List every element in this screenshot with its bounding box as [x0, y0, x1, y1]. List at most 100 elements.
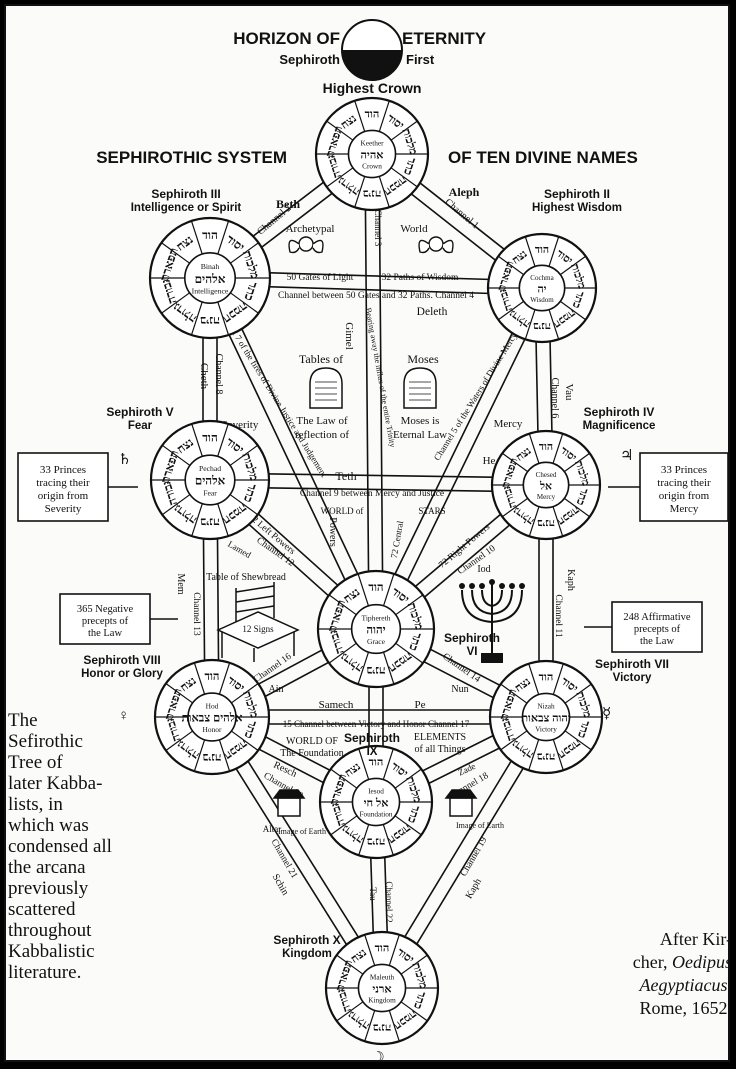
sephirah-name: Keether — [361, 140, 385, 148]
shewbread-label: Table of Shewbread — [206, 572, 286, 583]
channel-line — [202, 280, 371, 633]
sephiroth-subheading: Magnificence — [583, 420, 656, 432]
ring-divine-name: הוד — [539, 672, 554, 684]
ring-divine-name: בינה — [537, 517, 555, 529]
moon-symbol-icon: ☽ — [371, 1050, 384, 1062]
affirmative-precepts-line: precepts of — [634, 624, 681, 635]
venus-symbol-icon: ♀ — [118, 708, 129, 724]
divine-name: אלהים צבאות — [182, 712, 243, 725]
header-right: ETERNITY — [402, 29, 487, 48]
path-label-powers: Powers — [327, 517, 338, 547]
path-label-central: 72 Central — [389, 520, 405, 559]
path-label-paths: 32 Paths of Wisdom — [382, 272, 459, 283]
path-label-elements-1: ELEMENTS — [414, 732, 466, 743]
caption-right: After Kir- cher, Oedipus Aegyptiacus, Ro… — [606, 928, 730, 1020]
affirmative-precepts-line: 248 Affirmative — [623, 612, 691, 623]
divine-name: אל — [539, 480, 552, 492]
header-sub-left: Sephiroth — [279, 52, 340, 67]
sephirah-meaning: Fear — [203, 488, 217, 497]
path-label-kaph: Kaph — [565, 569, 576, 591]
sephirah-name: Hod — [206, 701, 219, 710]
path-label-he: He — [483, 455, 496, 467]
sephiroth-subheading: Honor or Glory — [81, 668, 163, 680]
twelve-signs-label: 12 Signs — [242, 624, 274, 634]
path-label-gimel: Gimel — [343, 322, 355, 350]
path-label-elements-2: of all Things — [415, 744, 466, 755]
caption-right-line: After Kir- — [659, 929, 730, 949]
princes-mercy-box: 33 Princes tracing their origin from Mer… — [608, 452, 728, 522]
channel-line — [368, 284, 537, 627]
sephiroth-heading: Sephiroth VIII — [83, 653, 160, 667]
princes-severity-box: 33 Princes tracing their origin from Sev… — [17, 452, 138, 522]
altar-label: Altar — [263, 824, 282, 834]
ring-divine-name: כתר — [241, 482, 260, 504]
path-label-channel-1: Channel 1 — [442, 197, 480, 232]
negative-precepts-line: precepts of — [82, 616, 129, 627]
sephiroth-heading: Sephiroth — [444, 631, 500, 645]
path-label-moses: Moses — [407, 352, 439, 366]
ring-divine-name: הוד — [202, 228, 218, 242]
path-label-world-of: WORLD of — [321, 506, 364, 516]
ring-divine-name: הוד — [205, 671, 220, 683]
ring-divine-name: בינה — [366, 835, 385, 847]
path-label-zade: Zade — [456, 761, 477, 778]
sephiroth-subheading: Intelligence or Spirit — [131, 202, 242, 214]
channel-line — [364, 154, 370, 630]
sephirah-meaning: Mercy — [537, 493, 556, 501]
altar-icon — [272, 789, 306, 817]
sephirah-meaning: Honor — [203, 725, 222, 734]
path-label-mercy: Mercy — [494, 418, 523, 430]
path-label-lamed: Lamed — [226, 539, 253, 560]
path-label-iod: Iod — [477, 564, 490, 575]
ring-divine-name: הוד — [369, 757, 384, 769]
sephiroth-heading: Sephiroth II — [544, 187, 610, 201]
path-label-kaph-lower: Kaph — [464, 877, 484, 901]
negative-precepts-line: 365 Negative — [77, 604, 134, 615]
path-label-channel-8: Channel 8 — [213, 354, 224, 395]
header-left: HORIZON OF — [233, 29, 340, 48]
princes-severity-line: origin from — [38, 490, 89, 502]
caption-left-line: condensed all — [8, 836, 112, 857]
sephirah-meaning: Foundation — [359, 811, 392, 819]
image-of-earth-label-right: Image of Earth — [456, 821, 504, 830]
saturn-symbol-icon: ♄ — [118, 452, 131, 468]
sephiroth-subheading: IX — [367, 746, 378, 758]
ring-divine-name: כתר — [570, 290, 587, 310]
ring-divine-name: הוד — [375, 943, 390, 955]
sephirah-name: Cochma — [530, 274, 554, 282]
divine-name: אהיה — [361, 149, 384, 161]
ring-divine-name: כתר — [405, 804, 422, 825]
ring-divine-name: כתר — [575, 719, 592, 740]
path-label-world-foundation-1: WORLD OF — [286, 736, 338, 747]
image-of-earth-label-left: Image of Earth — [278, 827, 326, 836]
path-label-samech: Samech — [319, 699, 354, 711]
menorah-icon — [459, 579, 525, 663]
sephiroth-heading: Sephiroth X — [273, 933, 340, 947]
sephiroth-subheading: Highest Wisdom — [532, 202, 622, 214]
path-label-tables-of: Tables of — [299, 352, 343, 366]
divine-name: יהוה — [366, 624, 385, 637]
sephiroth-heading: Sephiroth V — [106, 405, 173, 419]
negative-precepts-box: 365 Negative precepts of the Law — [59, 593, 178, 645]
path-label-vau: Vau — [563, 383, 575, 401]
princes-mercy-line: tracing their — [657, 477, 711, 489]
princes-mercy-line: Mercy — [670, 503, 699, 515]
ring-divine-name: כתר — [406, 631, 424, 653]
ring-divine-name: בינה — [200, 515, 220, 529]
system-title-left: SEPHIROTHIC SYSTEM — [96, 148, 287, 167]
caption-left-line: previously — [8, 878, 89, 899]
ring-divine-name: הוד — [539, 441, 553, 453]
path-label-eternal-law: Eternal Law — [393, 429, 447, 441]
princes-severity-line: tracing their — [36, 477, 90, 489]
caption-right-line: Rome, 1652. — [639, 998, 730, 1018]
path-label-nun: Nun — [451, 684, 468, 695]
mercury-symbol-icon: ☿ — [602, 706, 611, 722]
sephiroth-heading: Sephiroth — [344, 731, 400, 745]
